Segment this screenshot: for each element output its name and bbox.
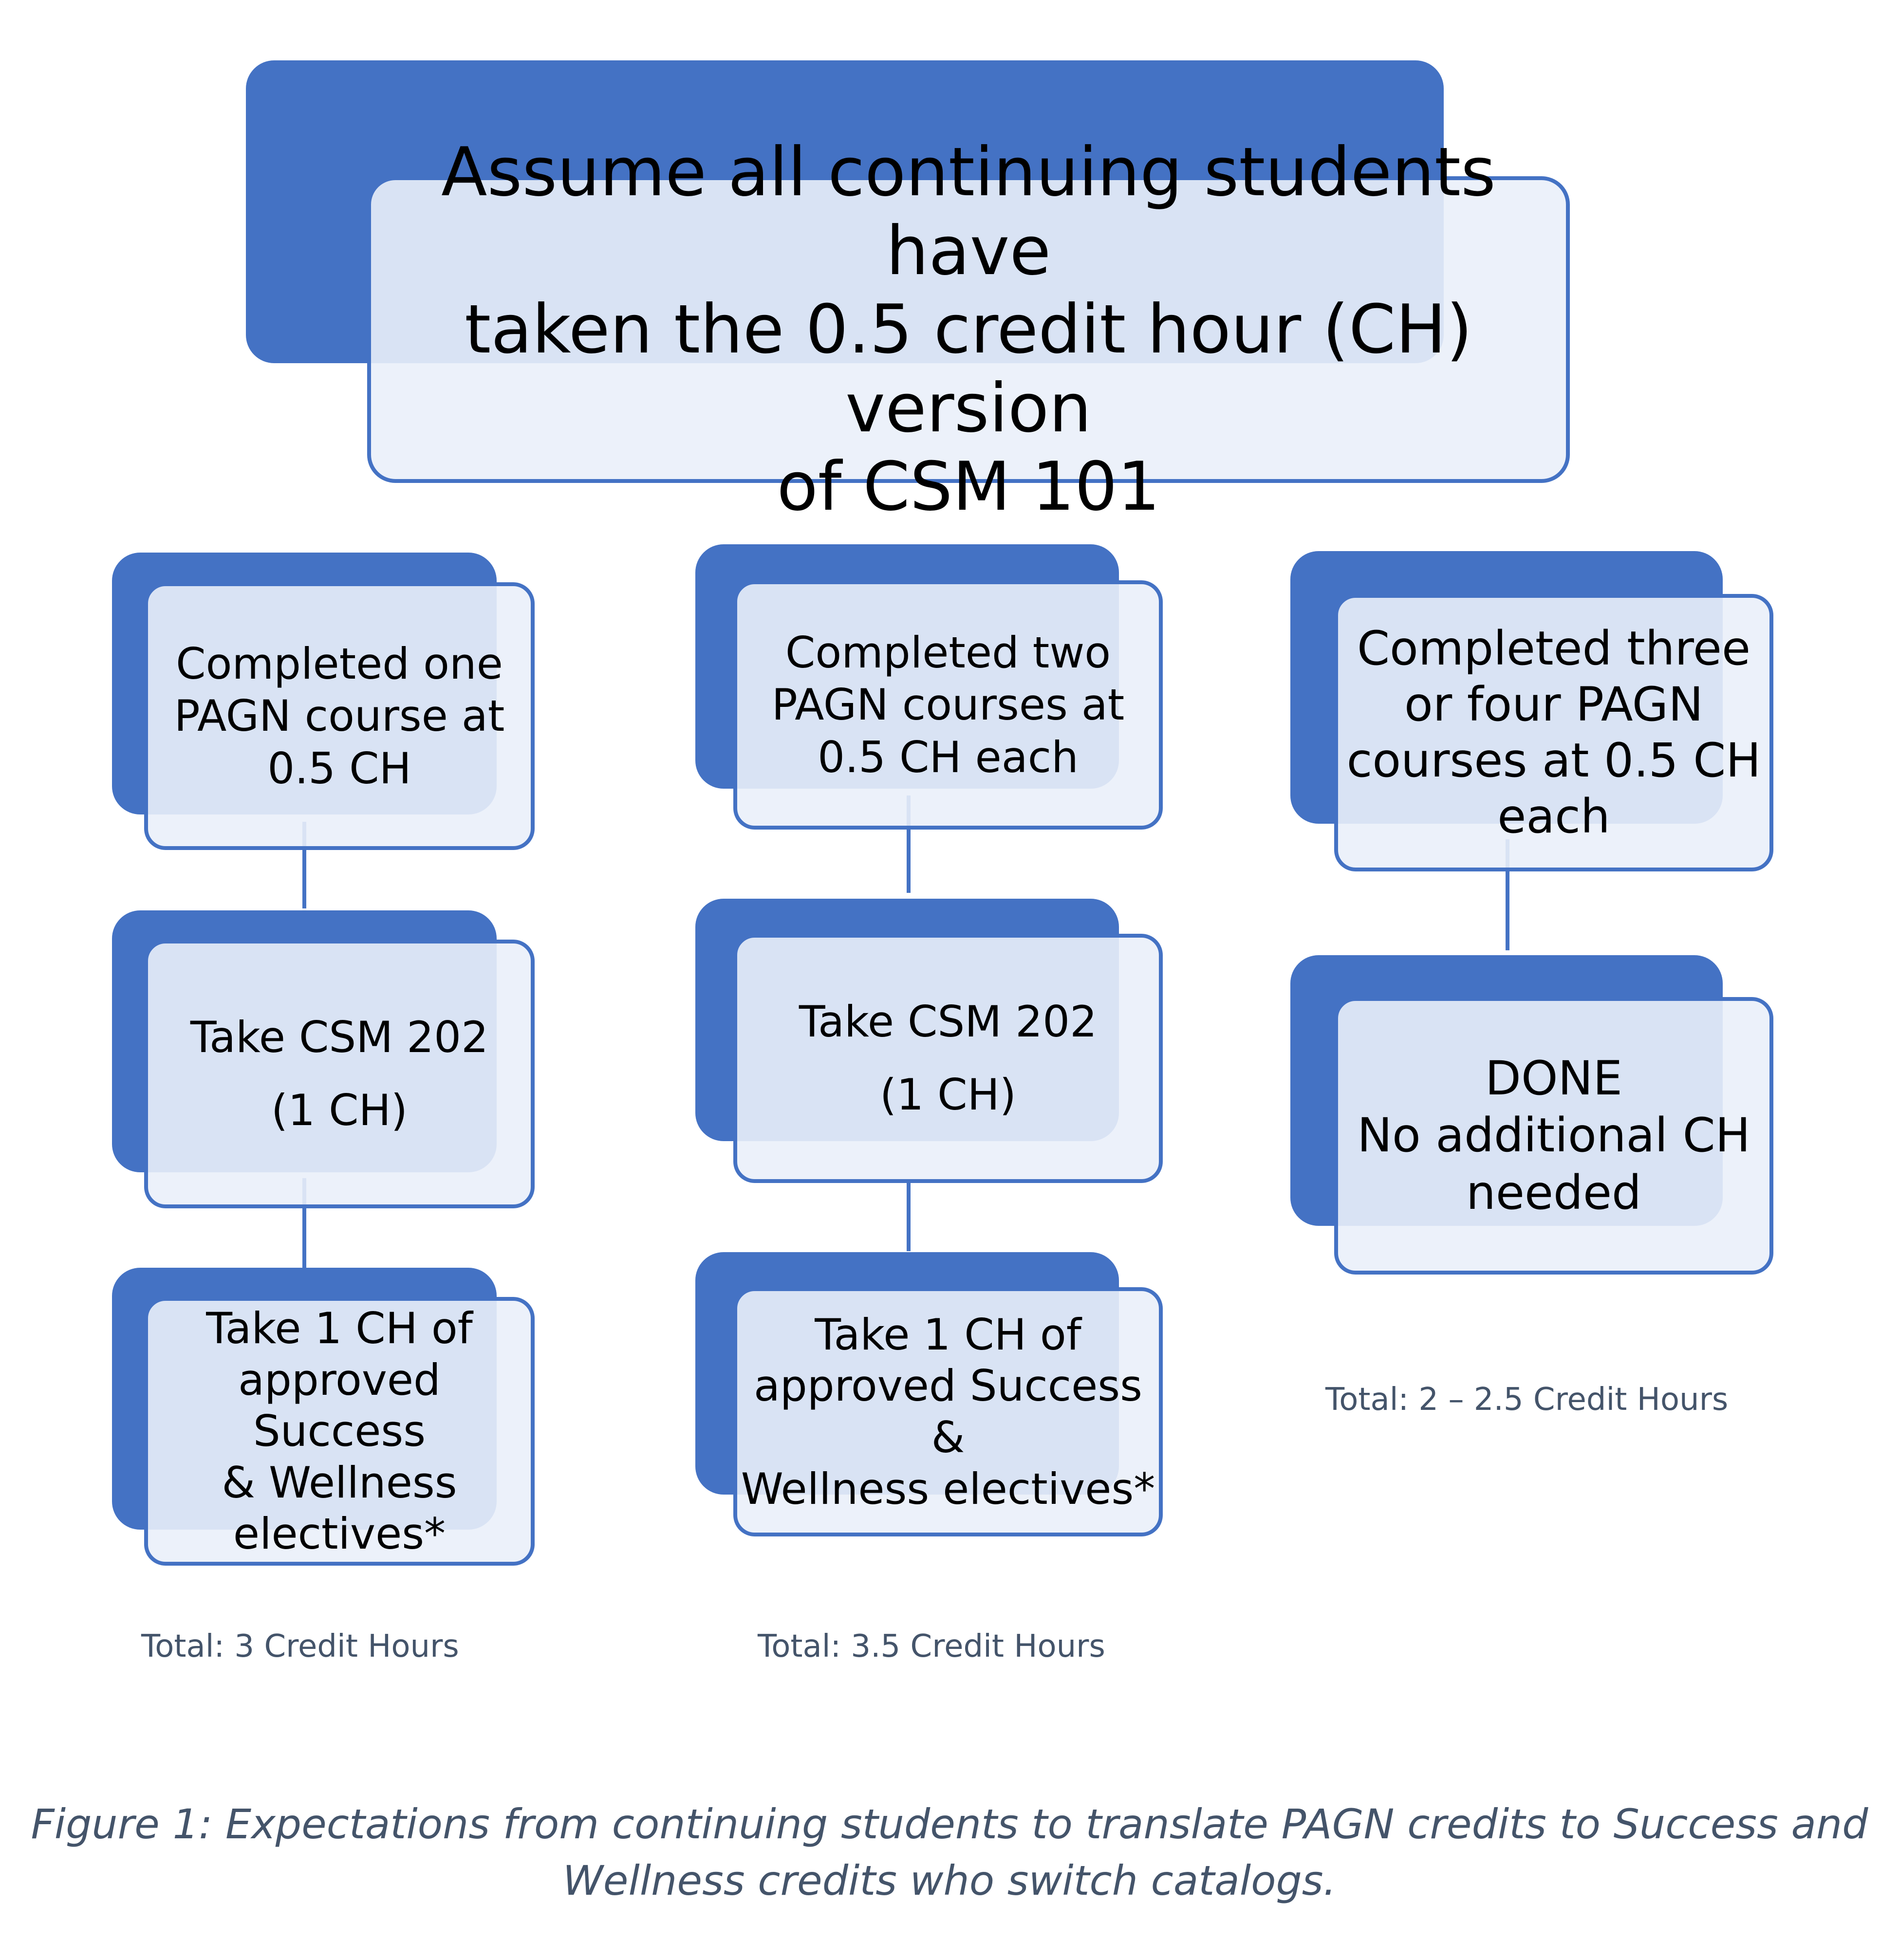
col1-box2-text: Take CSM 202 (1 CH) [190,1012,489,1135]
top-box-text: Assume all continuing students have take… [441,133,1496,526]
col3-box1-text: Completed three or four PAGN courses at … [1346,621,1761,844]
col1-box1: Completed one PAGN course at 0.5 CH [144,582,535,850]
col2-box1: Completed two PAGN courses at 0.5 CH eac… [733,580,1163,830]
col3-box2: DONE No additional CH needed [1334,997,1773,1275]
col2-box1-text: Completed two PAGN courses at 0.5 CH eac… [771,627,1125,782]
connector-col1-2 [302,1178,306,1269]
connector-col2-1 [907,795,911,893]
col1-box1-text: Completed one PAGN course at 0.5 CH [174,638,505,794]
top-box: Assume all continuing students have take… [367,133,1570,526]
col3-box1: Completed three or four PAGN courses at … [1334,594,1773,871]
col1-box3: Take 1 CH of approved Success & Wellness… [144,1297,535,1566]
connector-col3-1 [1506,839,1509,950]
col3-total: Total: 2 – 2.5 Credit Hours [1325,1382,1729,1418]
col2-box2: Take CSM 202 (1 CH) [733,934,1163,1183]
col2-box3-text: Take 1 CH of approved Success & Wellness… [741,1309,1155,1514]
col1-box2: Take CSM 202 (1 CH) [144,940,535,1208]
figure-caption: Figure 1: Expectations from continuing s… [31,1800,1868,1905]
col2-total: Total: 3.5 Credit Hours [758,1628,1105,1664]
connector-col1-1 [302,822,306,908]
col1-total: Total: 3 Credit Hours [141,1628,459,1664]
col1-box3-text: Take 1 CH of approved Success & Wellness… [206,1303,473,1559]
col2-box3: Take 1 CH of approved Success & Wellness… [733,1287,1163,1536]
col2-box2-text: Take CSM 202 (1 CH) [799,997,1098,1120]
connector-col2-2 [907,1183,911,1251]
col3-box2-text: DONE No additional CH needed [1357,1051,1750,1220]
